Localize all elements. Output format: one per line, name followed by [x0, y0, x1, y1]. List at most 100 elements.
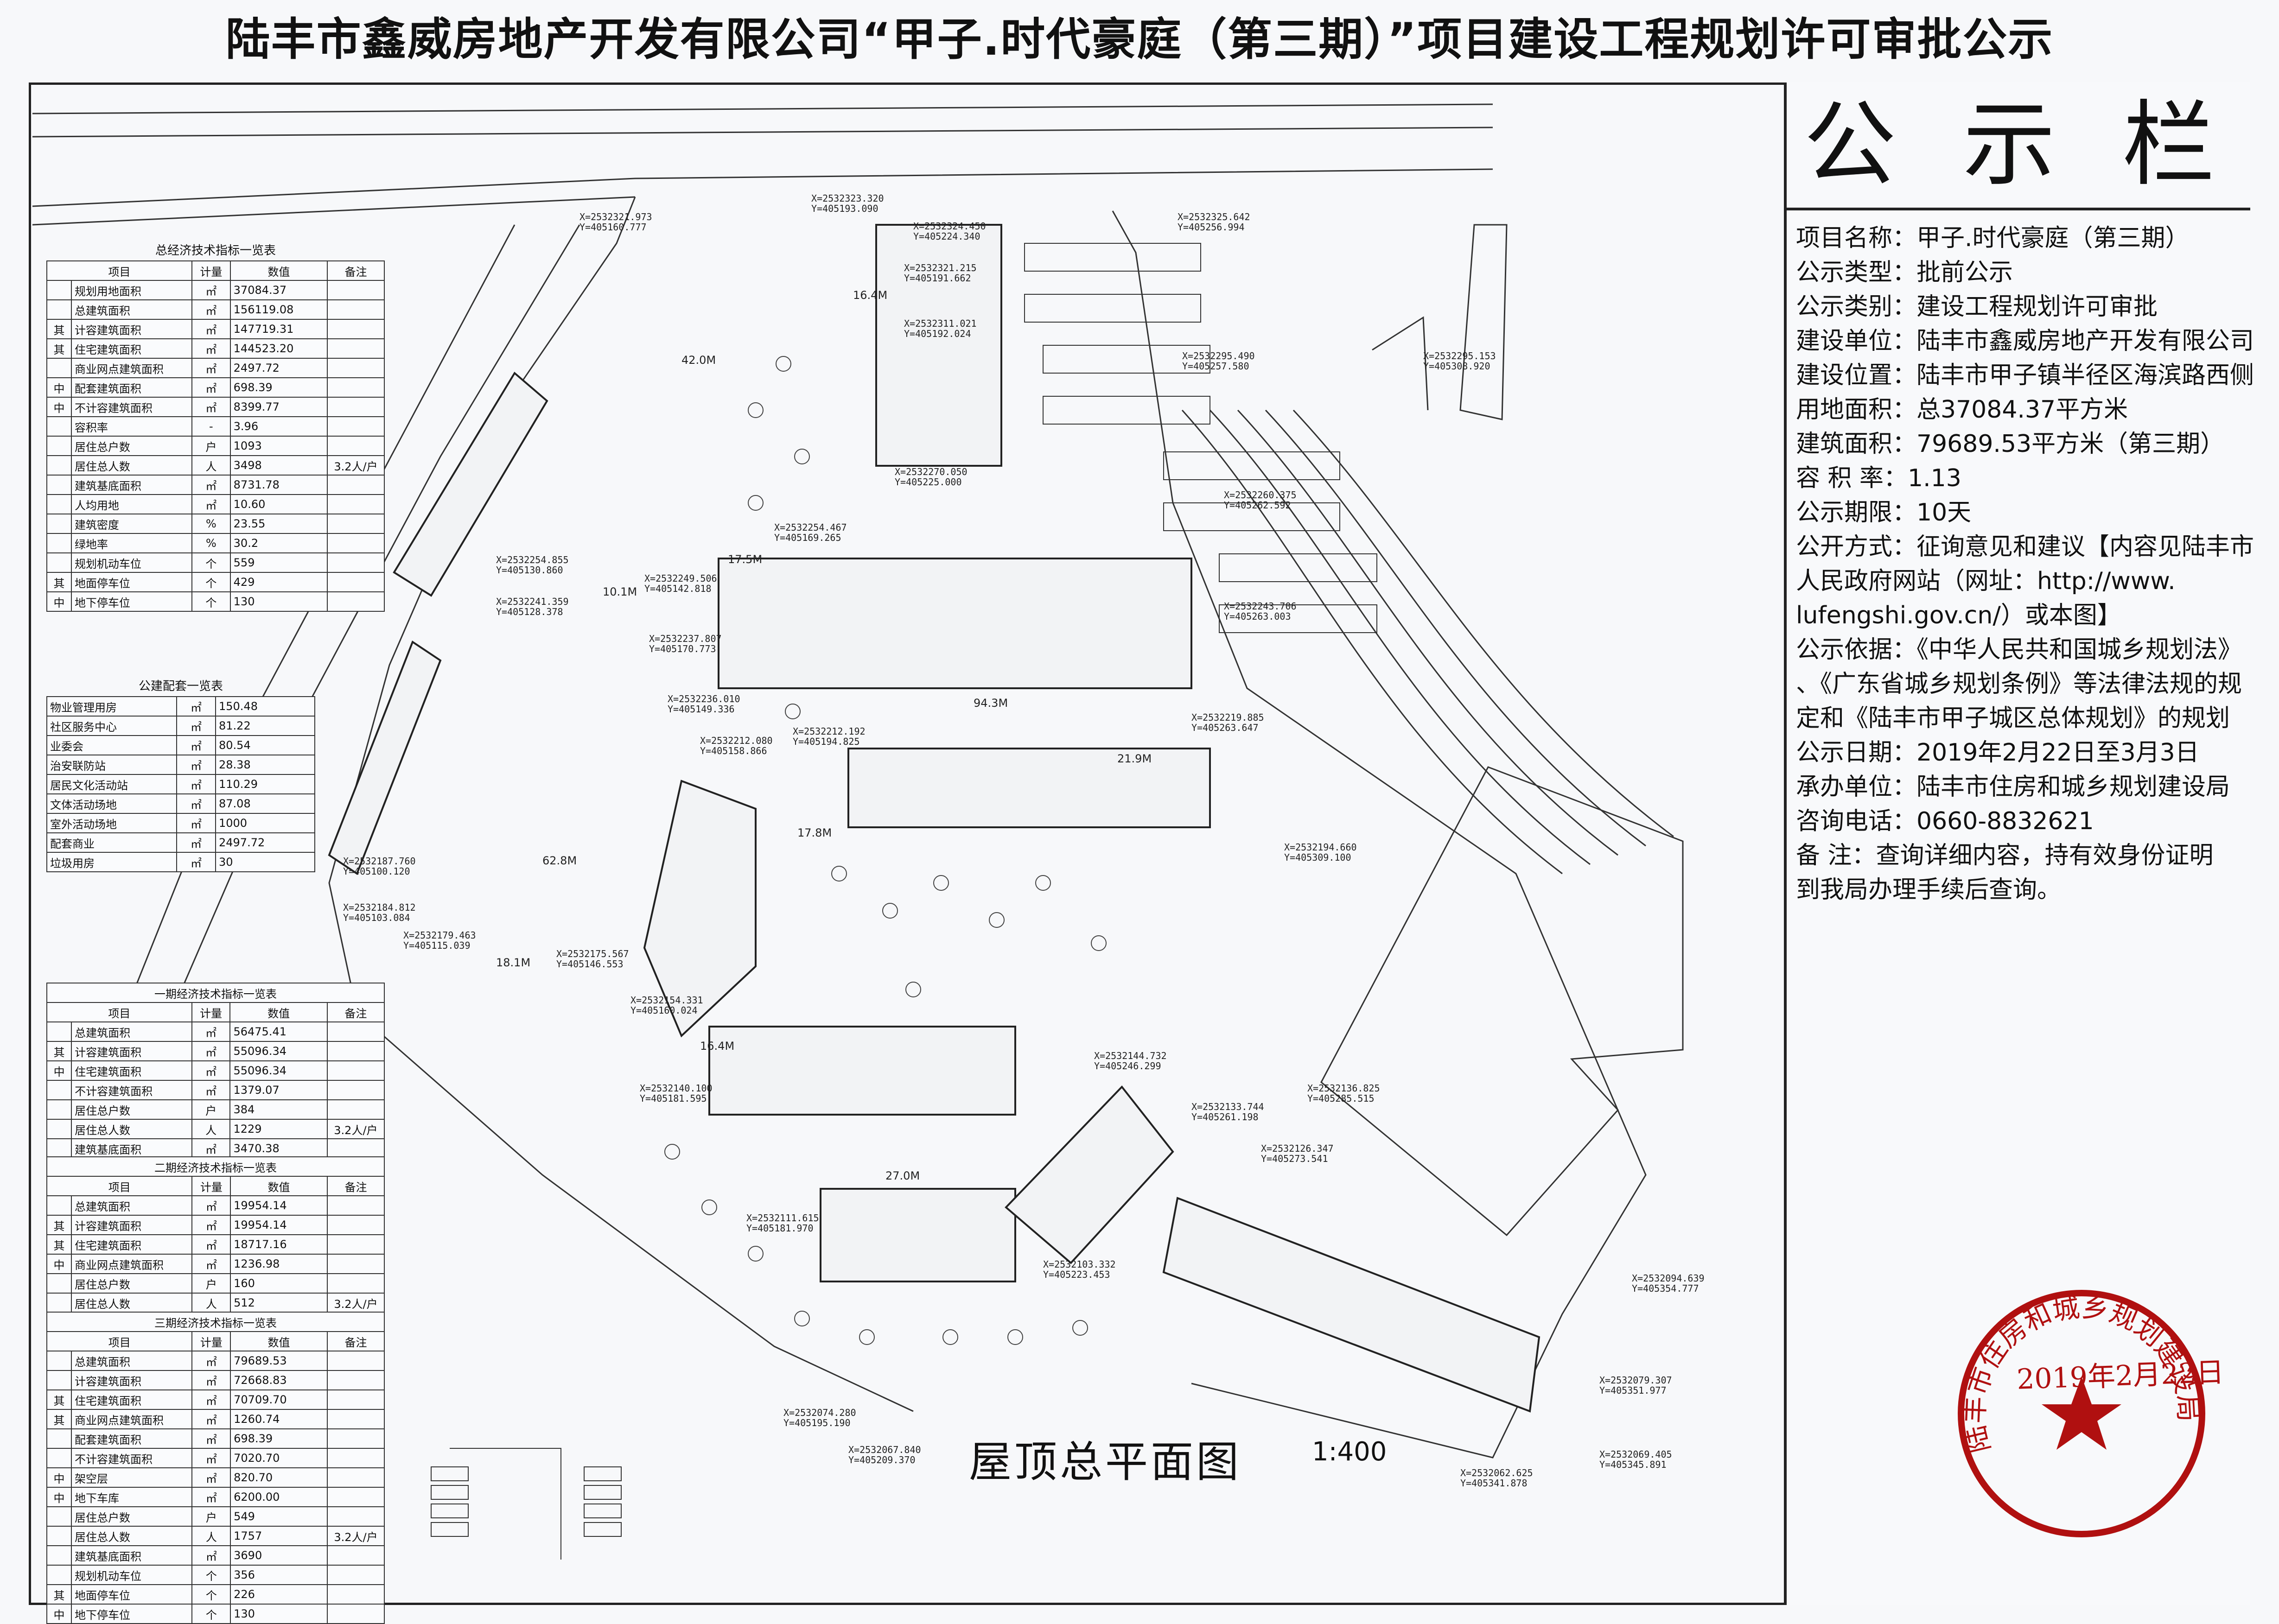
note-cell	[326, 1021, 385, 1042]
group-cell	[46, 436, 72, 456]
road-width-label: 27.0M	[885, 1169, 920, 1182]
item-cell: 住宅建筑面积	[71, 1234, 193, 1255]
note-cell	[326, 1273, 385, 1294]
unit-cell: ㎡	[191, 1448, 231, 1468]
item-cell: 居住总人数	[71, 1119, 192, 1139]
table-header-row: 项目计量数值备注	[46, 1002, 385, 1022]
item-cell: 建筑基底面积	[71, 1545, 193, 1566]
road-width-label: 62.8M	[542, 854, 577, 867]
note-cell	[326, 1041, 385, 1061]
value-cell: 147719.31	[229, 319, 328, 339]
coordinate-label: Y=405115.039	[403, 940, 471, 951]
coordinate-label: Y=405142.818	[644, 583, 712, 594]
coordinate-label: X=2532111.615	[746, 1212, 819, 1224]
coordinate-label: X=2532321.973	[579, 211, 652, 222]
road-width-label: 17.8M	[797, 826, 832, 839]
table-header-row: 项目计量数值备注	[46, 260, 385, 281]
item-cell: 社区服务中心	[46, 716, 177, 736]
item-cell: 计容建筑面积	[71, 1041, 192, 1061]
group-cell	[46, 416, 72, 437]
unit-cell: ㎡	[191, 1428, 231, 1449]
unit-cell: ㎡	[191, 1409, 231, 1429]
item-cell: 建筑密度	[70, 514, 193, 534]
item-cell: 建筑基底面积	[70, 475, 193, 495]
note-cell	[327, 475, 385, 495]
unit-cell: 户	[191, 1273, 231, 1294]
note-cell	[327, 514, 385, 534]
coordinate-label: Y=405262.592	[1224, 500, 1291, 511]
group-cell: 其	[46, 1409, 72, 1429]
coordinate-label: Y=405223.453	[1043, 1269, 1110, 1280]
coordinate-label: X=2532103.332	[1043, 1259, 1116, 1270]
group-cell	[46, 1080, 72, 1100]
table-header-row: 项目计量数值备注	[46, 1331, 385, 1351]
item-cell: 住宅建筑面积	[71, 1060, 192, 1081]
coordinate-label: Y=405261.198	[1191, 1111, 1259, 1123]
notice-line: lufengshi.gov.cn/）或本图】	[1796, 602, 2121, 629]
unit-cell: ㎡	[191, 338, 231, 359]
unit-cell: 户	[191, 1099, 231, 1120]
note-cell	[327, 416, 385, 437]
group-cell	[46, 1119, 72, 1139]
plan-title: 屋顶总平面图	[969, 1437, 1242, 1487]
coordinate-label: X=2532067.840	[848, 1444, 921, 1455]
unit-cell: %	[191, 514, 231, 534]
value-cell: 1260.74	[230, 1409, 328, 1429]
header-cell: 备注	[326, 1331, 385, 1351]
note-cell	[326, 1215, 385, 1235]
note-cell: 3.2人/户	[326, 1293, 385, 1313]
value-cell: 110.29	[215, 774, 315, 794]
coordinate-label: Y=405224.340	[913, 231, 980, 242]
coordinate-label: X=2532325.642	[1178, 211, 1250, 222]
item-cell: 业委会	[46, 735, 177, 755]
note-cell	[326, 1409, 385, 1429]
value-cell: 7020.70	[230, 1448, 328, 1468]
notice-line: 建设单位：陆丰市鑫威房地产开发有限公司	[1796, 327, 2254, 355]
coordinate-label: Y=405160.024	[630, 1005, 698, 1016]
notice-line: 公示类型：批前公示	[1796, 259, 2013, 286]
item-cell: 规划机动车位	[71, 1565, 193, 1585]
item-cell: 商业网点建筑面积	[71, 1254, 193, 1274]
road-width-label: 16.4M	[853, 289, 887, 302]
value-cell: 150.48	[215, 696, 315, 717]
group-cell	[46, 1293, 72, 1313]
group-cell	[46, 552, 72, 573]
coordinate-label: Y=405273.541	[1261, 1153, 1328, 1164]
unit-cell: 个	[191, 572, 231, 592]
coordinate-label: X=2532154.331	[630, 995, 703, 1006]
value-cell: 2497.72	[215, 832, 315, 853]
unit-cell: ㎡	[191, 299, 231, 320]
value-cell: 1229	[229, 1119, 328, 1139]
unit-cell: ㎡	[176, 813, 216, 833]
coordinate-label: Y=405100.120	[343, 866, 410, 877]
item-cell: 规划机动车位	[70, 552, 193, 573]
notice-line: 定和《陆丰市甲子城区总体规划》的规划	[1796, 704, 2230, 732]
coordinate-label: Y=405308.920	[1423, 361, 1490, 372]
coordinate-label: Y=405192.024	[904, 328, 971, 339]
road-width-label: 17.5M	[728, 553, 762, 566]
note-cell: 3.2人/户	[326, 1119, 385, 1139]
unit-cell: 个	[191, 1584, 231, 1605]
value-cell: 8731.78	[229, 475, 328, 495]
coordinate-label: X=2532311.021	[904, 318, 977, 329]
item-cell: 室外活动场地	[46, 813, 177, 833]
group-cell	[46, 299, 72, 320]
item-cell: 总建筑面积	[71, 1351, 193, 1371]
value-cell: 30	[215, 852, 315, 872]
note-cell	[326, 1604, 385, 1624]
